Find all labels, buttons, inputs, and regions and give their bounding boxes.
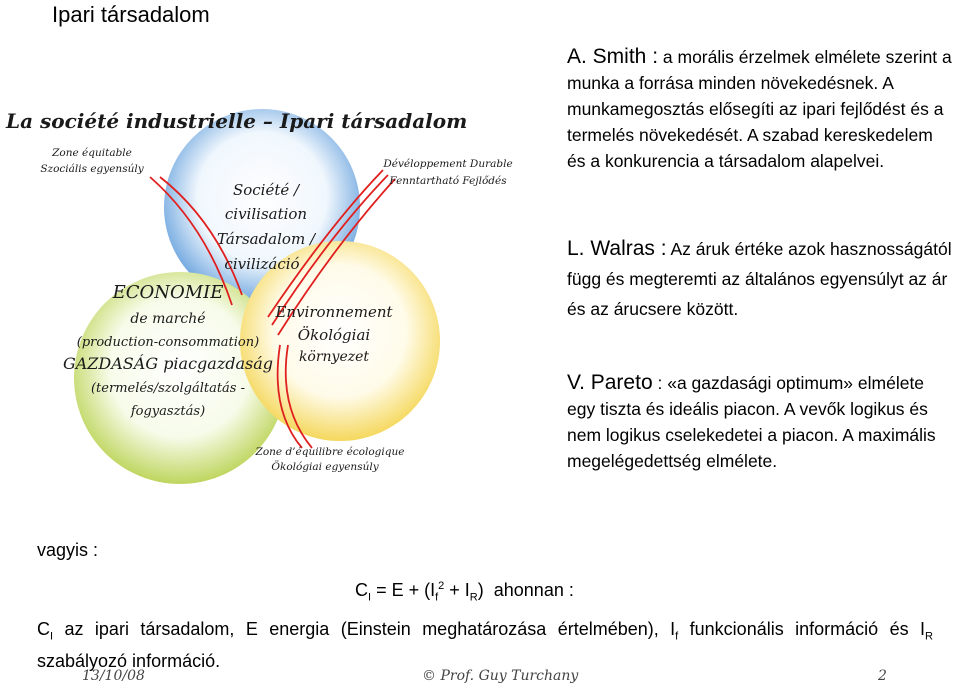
footer-page-number: 2 — [878, 668, 887, 684]
venn-heading: La société industrielle – Ipari társadal… — [5, 109, 467, 133]
pareto-name: V. Pareto — [567, 371, 653, 394]
walras-name: L. Walras : — [567, 237, 667, 260]
formula-if-sub: f — [435, 591, 439, 604]
economy-label-1: ECONOMIE — [112, 282, 224, 303]
venn-diagram: La société industrielle – Ipari társadal… — [5, 109, 513, 484]
vagyis-label: vagyis : — [37, 540, 99, 560]
formula-tail: ahonnan : — [493, 580, 574, 600]
economy-label-3: (production-consommation) — [77, 335, 259, 350]
walras-paragraph: L. Walras : Az áruk értéke azok hasznoss… — [567, 234, 952, 324]
economy-label-6: fogyasztás) — [130, 404, 205, 419]
slide-title: Ipari társadalom — [52, 2, 210, 27]
pareto-paragraph: V. Pareto : «a gazdasági optimum» elméle… — [567, 370, 952, 474]
society-label-2: civilisation — [225, 205, 307, 223]
formula: CI = E + (If2 + IR) ahonnan : — [355, 580, 574, 604]
desc-f-sub: f — [675, 630, 679, 643]
formula-if-sup: 2 — [438, 580, 445, 592]
desc-text-2: funkcionális információ és I — [678, 619, 926, 639]
smith-name: A. Smith : — [567, 45, 659, 68]
smith-text: a morális érzelmek elmélete szerint a mu… — [567, 47, 952, 171]
formula-eq: = E + (I — [371, 580, 436, 600]
environment-circle — [240, 241, 440, 441]
environment-label-1: Environnement — [274, 303, 393, 321]
formula-lhs-sub: I — [368, 591, 372, 604]
society-label-4: civilizáció — [224, 255, 299, 273]
formula-close: ) — [477, 580, 484, 600]
eco-zone-fr: Zone d’équilibre écologique — [255, 446, 405, 458]
sustainable-hu: Fenntartható Fejlődés — [388, 174, 507, 187]
footer-date: 13/10/08 — [82, 668, 145, 684]
walras-text: Az áruk értéke azok hasznosságától függ … — [567, 239, 952, 319]
desc-text-3: szabályozó információ. — [37, 650, 221, 671]
formula-description: CI az ipari társadalom, E energia (Einst… — [37, 617, 933, 673]
formula-ir-sub: R — [469, 591, 478, 604]
eco-zone-hu: Ökológiai egyensúly — [271, 459, 379, 473]
desc-c-sub: I — [50, 630, 54, 643]
economy-circle — [74, 272, 286, 484]
society-label-3: Társadalom / — [217, 230, 317, 248]
economy-label-2: de marché — [130, 311, 205, 327]
sustainable-fr: Dévéloppement Durable — [382, 158, 512, 170]
zone-equitable-hu: Szociális egyensúly — [40, 163, 144, 175]
smith-paragraph: A. Smith : a morális érzelmek elmélete s… — [567, 44, 952, 174]
zone-equitable-fr: Zone équitable — [51, 147, 132, 159]
society-label-1: Société / — [233, 181, 301, 199]
formula-plus: + I — [444, 580, 470, 600]
desc-r-sub: R — [925, 630, 933, 643]
formula-lhs: C — [355, 580, 368, 600]
economy-label-5: (termelés/szolgáltatás - — [91, 381, 245, 396]
pareto-text: : «a gazdasági optimum» elmélete egy tis… — [567, 373, 936, 471]
economy-label-4: GAZDASÁG piacgazdaság — [63, 353, 273, 373]
desc-text-1: az ipari társadalom, E energia (Einstein… — [53, 619, 676, 639]
footer-author: © Prof. Guy Turchany — [422, 668, 579, 684]
arrow-lines — [149, 169, 396, 449]
environment-label-2: Ökológiai — [298, 326, 371, 344]
environment-label-3: környezet — [299, 349, 369, 365]
desc-c: C — [37, 619, 50, 639]
